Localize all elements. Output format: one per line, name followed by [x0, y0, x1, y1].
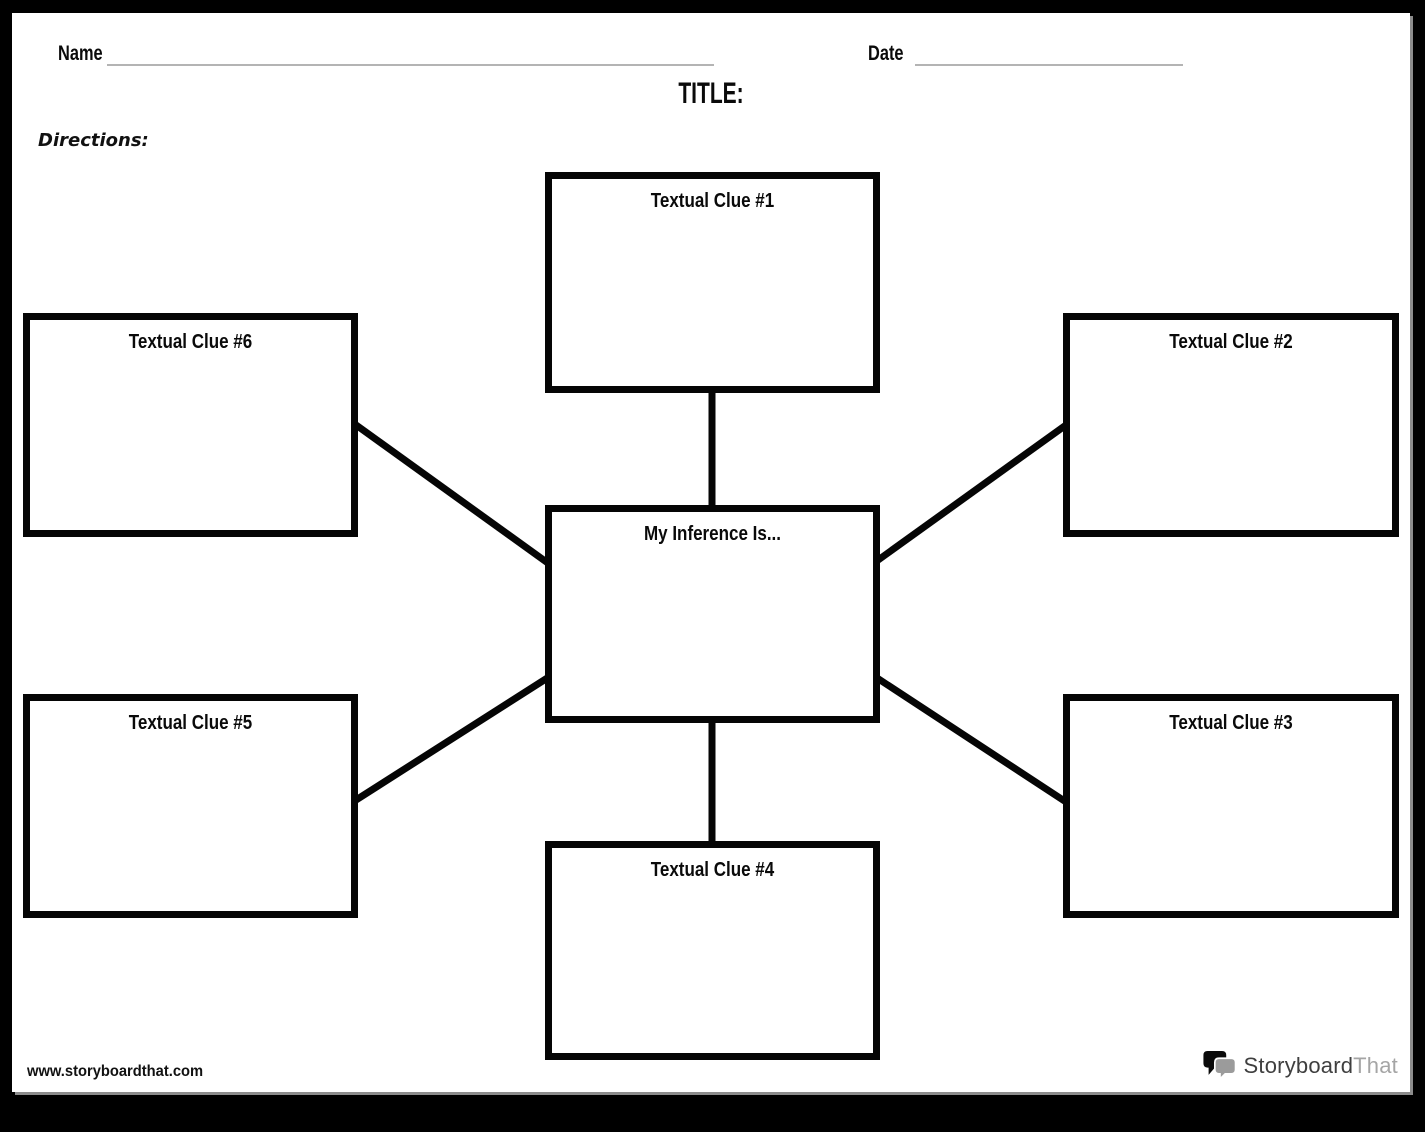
textual-clue-2-label: Textual Clue #2 [1169, 331, 1293, 353]
website-url: www.storyboardthat.com [27, 1063, 204, 1080]
textual-clue-3-box: Textual Clue #3 [1063, 694, 1399, 918]
logo-wordmark: StoryboardThat [1244, 1053, 1398, 1079]
logo-text-that: That [1353, 1052, 1398, 1078]
name-blank-line [107, 64, 714, 66]
textual-clue-4-label: Textual Clue #4 [650, 859, 775, 881]
date-label: Date [868, 42, 904, 65]
connector-clue5-center [351, 670, 557, 805]
textual-clue-1-box: Textual Clue #1 [545, 172, 880, 393]
textual-clue-5-box: Textual Clue #5 [23, 694, 358, 918]
inference-center-label: My Inference Is... [643, 523, 781, 545]
logo-text-storyboard: Storyboard [1243, 1052, 1354, 1078]
textual-clue-3-label: Textual Clue #3 [1169, 712, 1293, 734]
storyboardthat-logo: StoryboardThat [1202, 1051, 1398, 1080]
textual-clue-4-box: Textual Clue #4 [545, 841, 880, 1060]
page-title: TITLE: [678, 77, 744, 110]
directions-label: Directions: [38, 130, 149, 151]
connector-clue2-center [869, 420, 1071, 568]
textual-clue-1-label: Textual Clue #1 [650, 190, 775, 212]
connector-lines [351, 384, 1071, 849]
connector-clue3-center [869, 671, 1071, 807]
worksheet-page: Name Date TITLE: Directions: Textual Clu… [12, 13, 1410, 1092]
textual-clue-6-box: Textual Clue #6 [23, 313, 358, 537]
inference-center-box: My Inference Is... [545, 505, 880, 723]
textual-clue-2-box: Textual Clue #2 [1063, 313, 1399, 537]
speech-bubbles-icon [1202, 1051, 1236, 1080]
date-blank-line [915, 64, 1183, 66]
name-label: Name [58, 42, 103, 65]
textual-clue-6-label: Textual Clue #6 [128, 331, 253, 353]
textual-clue-5-label: Textual Clue #5 [128, 712, 253, 734]
connector-clue6-center [351, 420, 557, 571]
